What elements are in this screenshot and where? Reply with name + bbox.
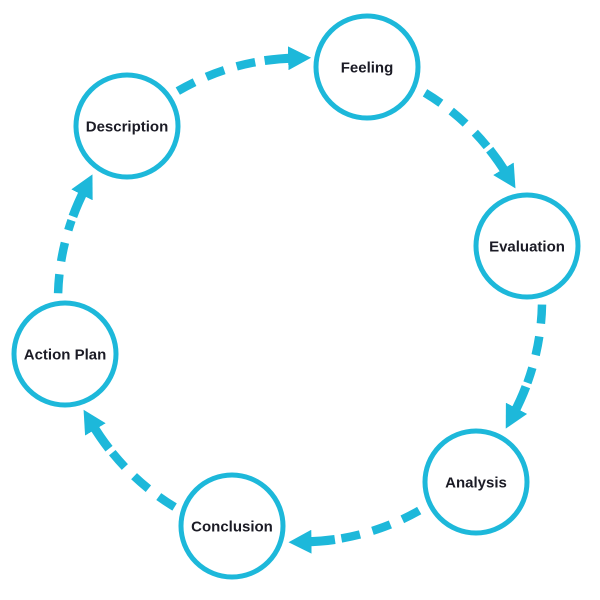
connector-feeling-to-evaluation [422, 89, 516, 189]
stage-label: Description [86, 118, 169, 135]
stage-circle [313, 13, 421, 121]
stage-circle [178, 472, 286, 580]
dashed-arc [175, 57, 262, 95]
arrow-stem [486, 146, 516, 189]
arrow-stem [68, 174, 93, 218]
stage-label: Conclusion [191, 518, 273, 535]
stage-label: Analysis [445, 474, 507, 491]
stage-circle [422, 428, 530, 536]
stage-node-action-plan: Action Plan [11, 300, 119, 408]
dashed-arc [422, 89, 491, 150]
stage-node-evaluation: Evaluation [473, 192, 581, 300]
stage-label: Feeling [341, 59, 394, 76]
connector-conclusion-to-action-plan [83, 409, 177, 511]
dashed-arc [523, 304, 547, 385]
stage-circle [11, 300, 119, 408]
stage-circle [73, 72, 181, 180]
connector-analysis-to-conclusion [288, 506, 422, 554]
arrow-stem [505, 385, 531, 429]
dashed-arc [53, 219, 76, 294]
stage-node-conclusion: Conclusion [178, 472, 286, 580]
stage-node-feeling: Feeling [313, 13, 421, 121]
connector-action-plan-to-description [53, 174, 93, 294]
dashed-arc [338, 506, 422, 543]
arrow-stem [83, 409, 113, 452]
stage-label: Evaluation [489, 238, 565, 255]
stage-label: Action Plan [24, 346, 107, 363]
connector-description-to-feeling [175, 46, 312, 95]
connector-evaluation-to-analysis [505, 304, 547, 429]
stage-node-description: Description [73, 72, 181, 180]
dashed-arc [108, 449, 177, 511]
arrow-stem [263, 46, 312, 71]
stage-circle [473, 192, 581, 300]
stage-node-analysis: Analysis [422, 428, 530, 536]
arrow-stem [288, 529, 336, 554]
